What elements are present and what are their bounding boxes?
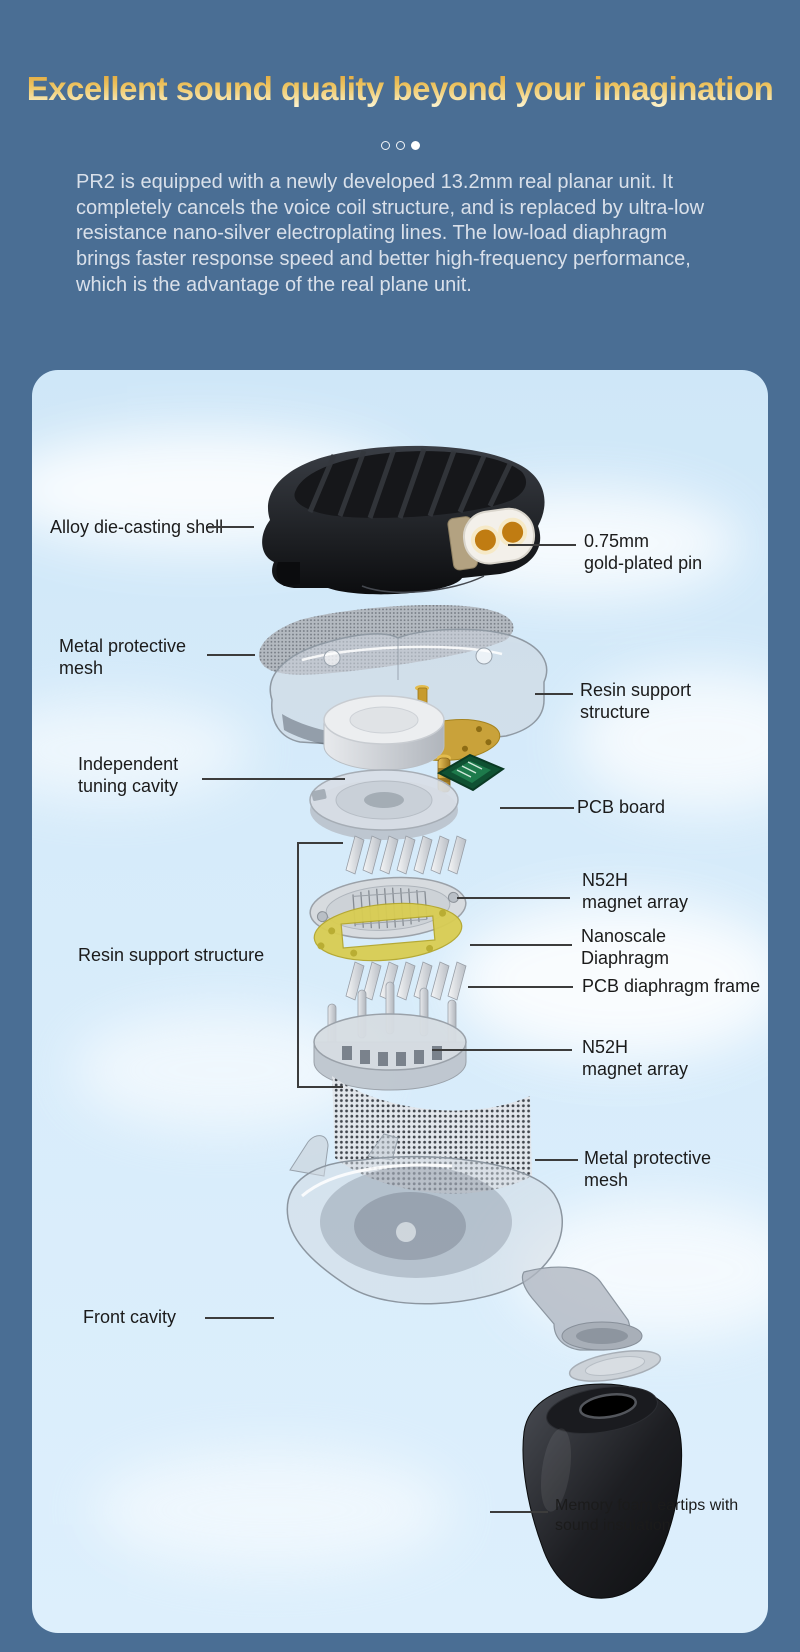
pcb-diaphragm-frame-part	[313, 902, 463, 962]
label-line: structure	[580, 702, 651, 722]
label-resin-support-structure-left: Resin support structure	[78, 944, 264, 966]
label-n52h-magnet-array-lower: N52H magnet array	[582, 1036, 688, 1080]
label-metal-protective-mesh-bottom: Metal protective mesh	[584, 1147, 711, 1191]
carousel-dots	[0, 141, 800, 150]
connector-line	[457, 897, 570, 899]
page-title: Excellent sound quality beyond your imag…	[0, 70, 800, 108]
label-line: Nanoscale	[581, 926, 667, 946]
connector-line	[468, 986, 573, 988]
label-line: tuning cavity	[78, 776, 179, 796]
connector-line	[508, 544, 576, 546]
cloud-shape	[452, 900, 768, 1060]
connector-line	[490, 1511, 548, 1513]
connector-line	[535, 1159, 578, 1161]
label-line: magnet array	[582, 892, 689, 912]
connector-line	[470, 944, 572, 946]
label-metal-protective-mesh-top: Metal protective mesh	[59, 635, 186, 679]
label-gold-plated-pin: 0.75mm gold-plated pin	[584, 530, 702, 574]
label-front-cavity: Front cavity	[83, 1306, 176, 1328]
connector-line	[202, 778, 345, 780]
label-line: Independent	[78, 754, 179, 774]
n52h-magnet-array-upper-part	[345, 835, 467, 875]
tuning-cavity-part	[323, 685, 501, 793]
cloud-shape	[92, 1450, 452, 1570]
label-line: N52H	[582, 1037, 629, 1057]
label-line: Memory foam eartips with	[555, 1497, 739, 1514]
label-line: magnet array	[582, 1059, 689, 1079]
label-line: sound insulation	[555, 1517, 671, 1534]
pcb-board-part	[436, 753, 506, 792]
label-line: Resin support structure	[78, 945, 265, 965]
alloy-shell-part	[262, 445, 545, 595]
front-cavity-part	[286, 1133, 643, 1351]
label-line: Resin support	[580, 680, 692, 700]
label-alloy-die-casting-shell: Alloy die-casting shell	[50, 516, 223, 538]
connector-line	[208, 526, 254, 528]
label-line: PCB diaphragm frame	[582, 976, 761, 996]
label-pcb-diaphragm-frame: PCB diaphragm frame	[582, 975, 760, 997]
carousel-dot-3-active[interactable]	[410, 141, 420, 150]
carousel-dot-2[interactable]	[395, 141, 405, 150]
label-line: 0.75mm	[584, 531, 650, 551]
label-line: Front cavity	[83, 1307, 177, 1327]
eartip-mesh-disc-part	[568, 1350, 662, 1382]
cloud-shape	[572, 670, 768, 810]
label-line: Metal protective	[584, 1148, 712, 1168]
gold-pin-connector	[447, 507, 536, 571]
label-pcb-board: PCB board	[577, 796, 665, 818]
label-nanoscale-diaphragm: Nanoscale Diaphragm	[581, 925, 669, 969]
bracket-line	[297, 842, 343, 1088]
product-description: PR2 is equipped with a newly developed 1…	[76, 171, 705, 296]
label-line: PCB board	[577, 797, 666, 817]
label-line: N52H	[582, 870, 629, 890]
memory-foam-eartip-part	[522, 1383, 683, 1599]
label-memory-foam-eartips: Memory foam eartips with sound insulatio…	[555, 1496, 738, 1536]
cloud-shape	[32, 700, 252, 800]
connector-line	[205, 1317, 274, 1319]
earphone-exploded-diagram	[258, 445, 683, 1599]
label-independent-tuning-cavity: Independent tuning cavity	[78, 753, 178, 797]
resin-support-bottom-part	[313, 981, 467, 1091]
label-line: gold-plated pin	[584, 553, 703, 573]
carousel-dot-1[interactable]	[380, 141, 390, 150]
label-line: Diaphragm	[581, 948, 670, 968]
label-line: mesh	[584, 1170, 629, 1190]
connector-line	[207, 654, 255, 656]
resin-disc-part	[309, 769, 459, 840]
label-line: Alloy die-casting shell	[50, 517, 224, 537]
label-line: Metal protective	[59, 636, 187, 656]
label-resin-support-structure-right: Resin support structure	[580, 679, 691, 723]
label-n52h-magnet-array-upper: N52H magnet array	[582, 869, 688, 913]
exploded-view-card: Alloy die-casting shell 0.75mm gold-plat…	[32, 370, 768, 1633]
label-line: mesh	[59, 658, 104, 678]
connector-line	[500, 807, 574, 809]
connector-line	[432, 1049, 572, 1051]
connector-line	[535, 693, 573, 695]
